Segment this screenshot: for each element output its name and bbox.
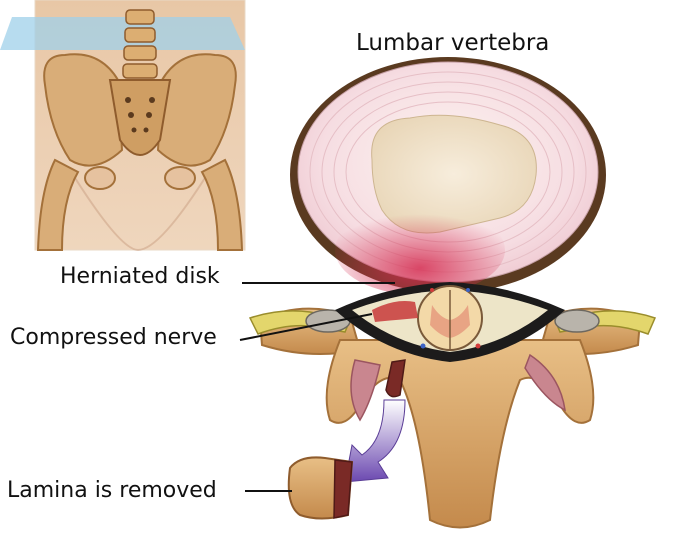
removed-lamina: [289, 457, 352, 518]
diagram-title: Lumbar vertebra: [356, 32, 549, 55]
left-facet: [351, 360, 380, 420]
pelvis-inset: [0, 0, 245, 250]
label-herniated-disk: Herniated disk: [60, 266, 220, 288]
intervertebral-disk: [290, 57, 606, 295]
highlight-band: [0, 17, 245, 50]
label-compressed-nerve: Compressed nerve: [10, 327, 217, 349]
herniation: [335, 205, 505, 295]
label-lamina-removed: Lamina is removed: [7, 480, 217, 502]
